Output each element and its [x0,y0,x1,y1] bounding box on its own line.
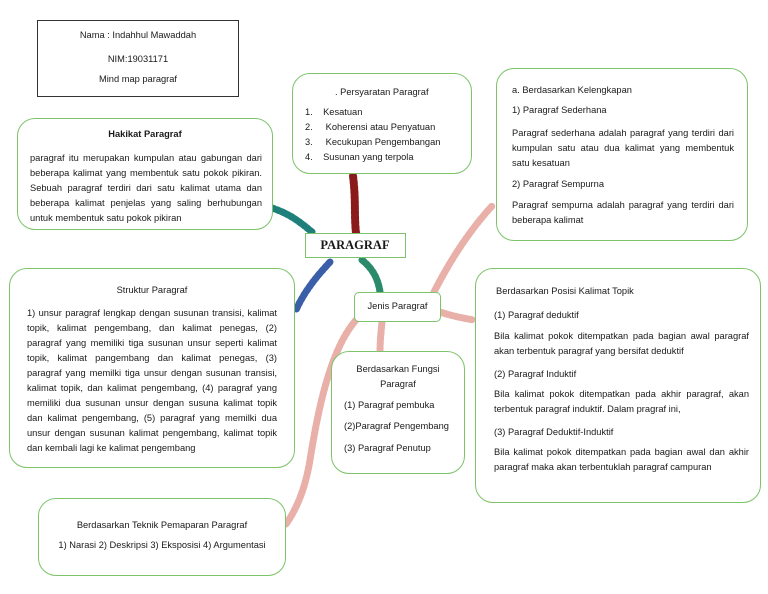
fungsi-item: (3) Paragraf Penutup [344,443,431,453]
struktur-node: Struktur Paragraf 1) unsur paragraf leng… [9,268,295,468]
branch-kelengkapan [428,202,496,300]
branch-hakikat [268,204,316,236]
posisi-node: Berdasarkan Posisi Kalimat Topik (1) Par… [475,268,761,503]
teknik-body: 1) Narasi 2) Deskripsi 3) Eksposisi 4) A… [58,540,266,550]
struktur-body: 1) unsur paragraf lengkap dengan susunan… [27,308,277,453]
branch-jenis [358,256,384,296]
posisi-sub3: (3) Paragraf Deduktif-Induktif [494,427,614,437]
hakikat-body: paragraf itu merupakan kumpulan atau gab… [30,153,262,223]
teknik-node: Berdasarkan Teknik Pemaparan Paragraf 1)… [38,498,286,576]
posisi-heading: Berdasarkan Posisi Kalimat Topik [496,286,634,296]
fungsi-heading: Berdasarkan Fungsi Paragraf [356,364,440,389]
identity-box: Nama : Indahhul Mawaddah NIM:19031171 Mi… [37,20,239,97]
persyaratan-heading: . Persyaratan Paragraf [335,87,429,97]
persyaratan-list: 1. Kesatuan 2. Koherensi atau Penyatuan … [305,105,470,165]
kelengkapan-heading: a. Berdasarkan Kelengkapan [512,85,632,95]
branch-persyaratan [349,172,360,237]
kelengkapan-sub1: 1) Paragraf Sederhana [512,105,607,115]
student-nim: NIM:19031171 [107,54,169,64]
kelengkapan-desc2: Paragraf sempurna adalah paragraf yang t… [512,200,734,225]
posisi-sub2: (2) Paragraf Induktif [494,369,577,379]
branch-fungsi [376,318,386,356]
student-name: Nama : Indahhul Mawaddah [79,30,197,40]
fungsi-item: (2)Paragraf Pengembang [344,421,449,431]
branch-struktur [292,258,334,314]
kelengkapan-sub2: 2) Paragraf Sempurna [512,179,604,189]
kelengkapan-node: a. Berdasarkan Kelengkapan 1) Paragraf S… [496,68,748,241]
jenis-label: Jenis Paragraf [367,301,428,311]
teknik-heading: Berdasarkan Teknik Pemaparan Paragraf [76,520,248,530]
persyaratan-node: . Persyaratan Paragraf 1. Kesatuan 2. Ko… [292,73,472,174]
posisi-desc1: Bila kalimat pokok ditempatkan pada bagi… [494,331,749,356]
jenis-node: Jenis Paragraf [354,292,441,322]
posisi-desc2: Bila kalimat pokok ditempatkan pada akhi… [494,389,749,414]
document-title: Mind map paragraf [98,74,178,84]
posisi-desc3: Bila kalimat pokok ditempatkan pada bagi… [494,447,749,472]
hakikat-node: Hakikat Paragraf paragraf itu merupakan … [17,118,273,230]
struktur-heading: Struktur Paragraf [116,285,188,295]
persyaratan-item: 4. Susunan yang terpola [305,152,414,162]
persyaratan-item: 2. Koherensi atau Penyatuan [305,122,436,132]
fungsi-item: (1) Paragraf pembuka [344,400,435,410]
hakikat-heading: Hakikat Paragraf [108,129,182,139]
center-node: PARAGRAF [305,233,406,258]
fungsi-node: Berdasarkan Fungsi Paragraf (1) Paragraf… [331,351,465,474]
kelengkapan-desc1: Paragraf sederhana adalah paragraf yang … [512,128,734,168]
branch-posisi [436,308,478,324]
posisi-sub1: (1) Paragraf deduktif [494,310,579,320]
branch-teknik [282,316,360,528]
center-label: PARAGRAF [320,238,390,252]
persyaratan-item: 3. Kecukupan Pengembangan [305,137,441,147]
persyaratan-item: 1. Kesatuan [305,107,363,117]
